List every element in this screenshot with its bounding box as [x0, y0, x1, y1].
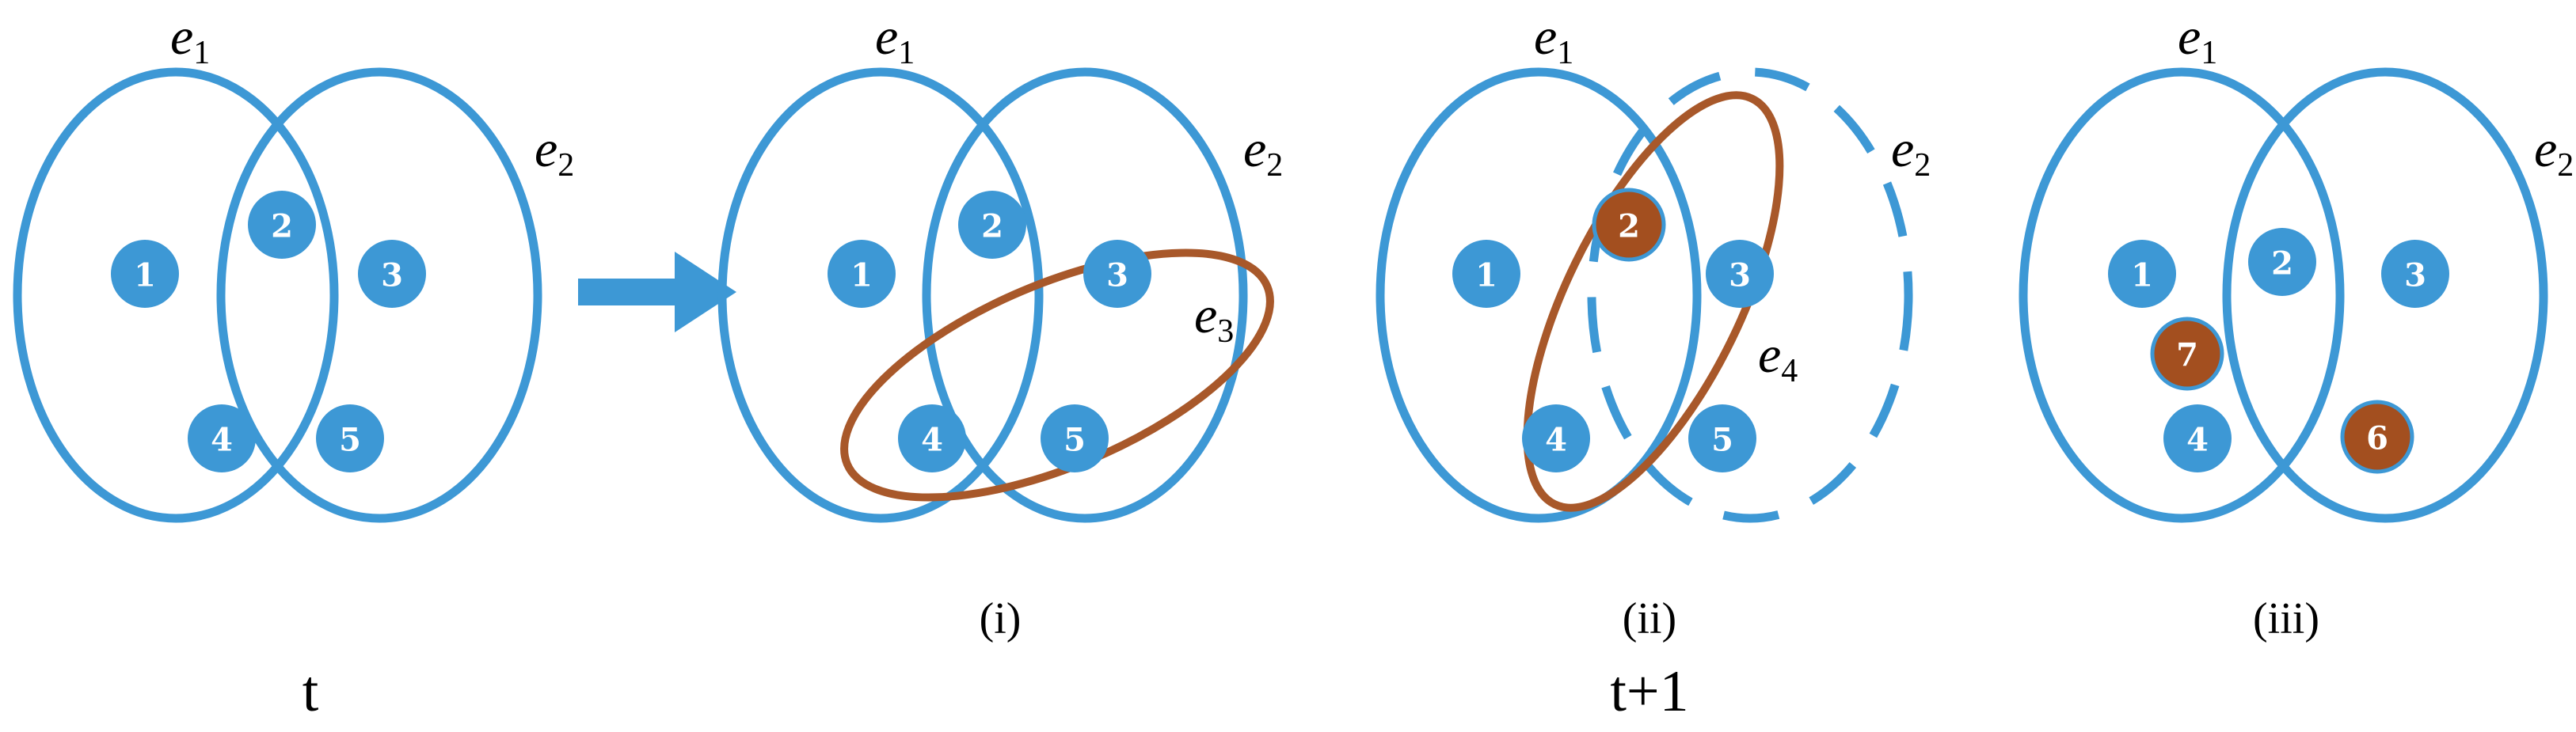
node-5: 5 — [1041, 404, 1109, 472]
svg-text:1: 1 — [850, 257, 873, 294]
node-4: 4 — [898, 404, 966, 472]
transition-arrow — [578, 252, 736, 332]
node-2-new: 2 — [1592, 188, 1666, 262]
edge-label-e2: e2 — [1243, 120, 1283, 184]
edge-label-e1: e1 — [1534, 8, 1573, 71]
svg-text:3: 3 — [1106, 257, 1128, 294]
node-1: 1 — [1452, 240, 1520, 308]
edge-label-e4: e4 — [1758, 326, 1798, 389]
svg-text:4: 4 — [1545, 422, 1567, 459]
hyperedge-e2 — [2222, 67, 2548, 523]
node-4: 4 — [188, 404, 256, 472]
panel-label-ii: (ii) — [1623, 594, 1676, 643]
edge-label-e2: e2 — [1891, 120, 1931, 184]
node-5: 5 — [316, 404, 384, 472]
node-3: 3 — [1706, 240, 1774, 308]
node-2: 2 — [958, 191, 1026, 259]
panel-label-i: (i) — [980, 594, 1022, 643]
svg-text:1: 1 — [2131, 257, 2153, 294]
hyperedge-e2 — [922, 67, 1248, 523]
node-1: 1 — [111, 240, 179, 308]
hyperedge-e1 — [13, 67, 339, 523]
svg-text:1: 1 — [1475, 257, 1497, 294]
node-7-new: 7 — [2150, 317, 2224, 391]
node-1: 1 — [2108, 240, 2176, 308]
node-3: 3 — [2381, 240, 2449, 308]
hyperedge-e1 — [1376, 67, 1702, 523]
hyperedge-e2-removed — [1587, 67, 1913, 523]
svg-text:4: 4 — [211, 422, 233, 459]
svg-text:7: 7 — [2176, 337, 2198, 374]
edge-label-e1: e1 — [2178, 8, 2217, 71]
svg-text:5: 5 — [1064, 422, 1086, 459]
hyperedge-e2 — [216, 67, 542, 523]
time-label-t: t — [302, 659, 319, 724]
edge-label-e2: e2 — [535, 120, 574, 184]
edge-label-e1: e1 — [875, 8, 915, 71]
panel-i: 1 2 3 4 5 e1 e2 e3 (i) — [717, 8, 1283, 643]
svg-text:3: 3 — [381, 257, 403, 294]
hyperedge-e4 — [1523, 91, 1784, 512]
panel-t: 1 2 3 4 5 e1 e2 t — [13, 8, 574, 724]
svg-text:1: 1 — [134, 257, 156, 294]
svg-text:6: 6 — [2366, 420, 2388, 457]
svg-text:2: 2 — [271, 208, 293, 245]
svg-text:4: 4 — [921, 422, 943, 459]
svg-text:3: 3 — [1729, 257, 1751, 294]
edge-label-e1: e1 — [170, 8, 210, 71]
panel-iii: 1 2 3 4 7 6 e1 e2 (iii) — [2019, 8, 2574, 643]
edge-label-e2: e2 — [2534, 120, 2574, 184]
svg-text:3: 3 — [2404, 257, 2426, 294]
node-3: 3 — [1083, 240, 1151, 308]
panel-label-iii: (iii) — [2253, 594, 2319, 643]
edge-label-e3: e3 — [1194, 286, 1234, 350]
svg-text:4: 4 — [2186, 422, 2209, 459]
svg-text:5: 5 — [1711, 422, 1733, 459]
node-4: 4 — [2163, 404, 2232, 472]
svg-text:2: 2 — [1618, 208, 1640, 245]
node-3: 3 — [358, 240, 426, 308]
svg-text:2: 2 — [981, 208, 1003, 245]
hyperedge-e1 — [2019, 67, 2345, 523]
time-label-t-plus-1: t+1 — [1610, 659, 1688, 724]
node-2: 2 — [2248, 228, 2316, 296]
node-2: 2 — [248, 191, 316, 259]
svg-text:5: 5 — [339, 422, 361, 459]
svg-text:2: 2 — [2271, 245, 2293, 283]
node-6-new: 6 — [2340, 400, 2414, 474]
node-1: 1 — [828, 240, 896, 308]
node-5: 5 — [1688, 404, 1756, 472]
node-4: 4 — [1522, 404, 1590, 472]
hyperedge-e1 — [717, 67, 1044, 523]
panel-ii: 1 2 3 4 5 e1 e2 e4 (ii) t+1 — [1376, 8, 1931, 724]
